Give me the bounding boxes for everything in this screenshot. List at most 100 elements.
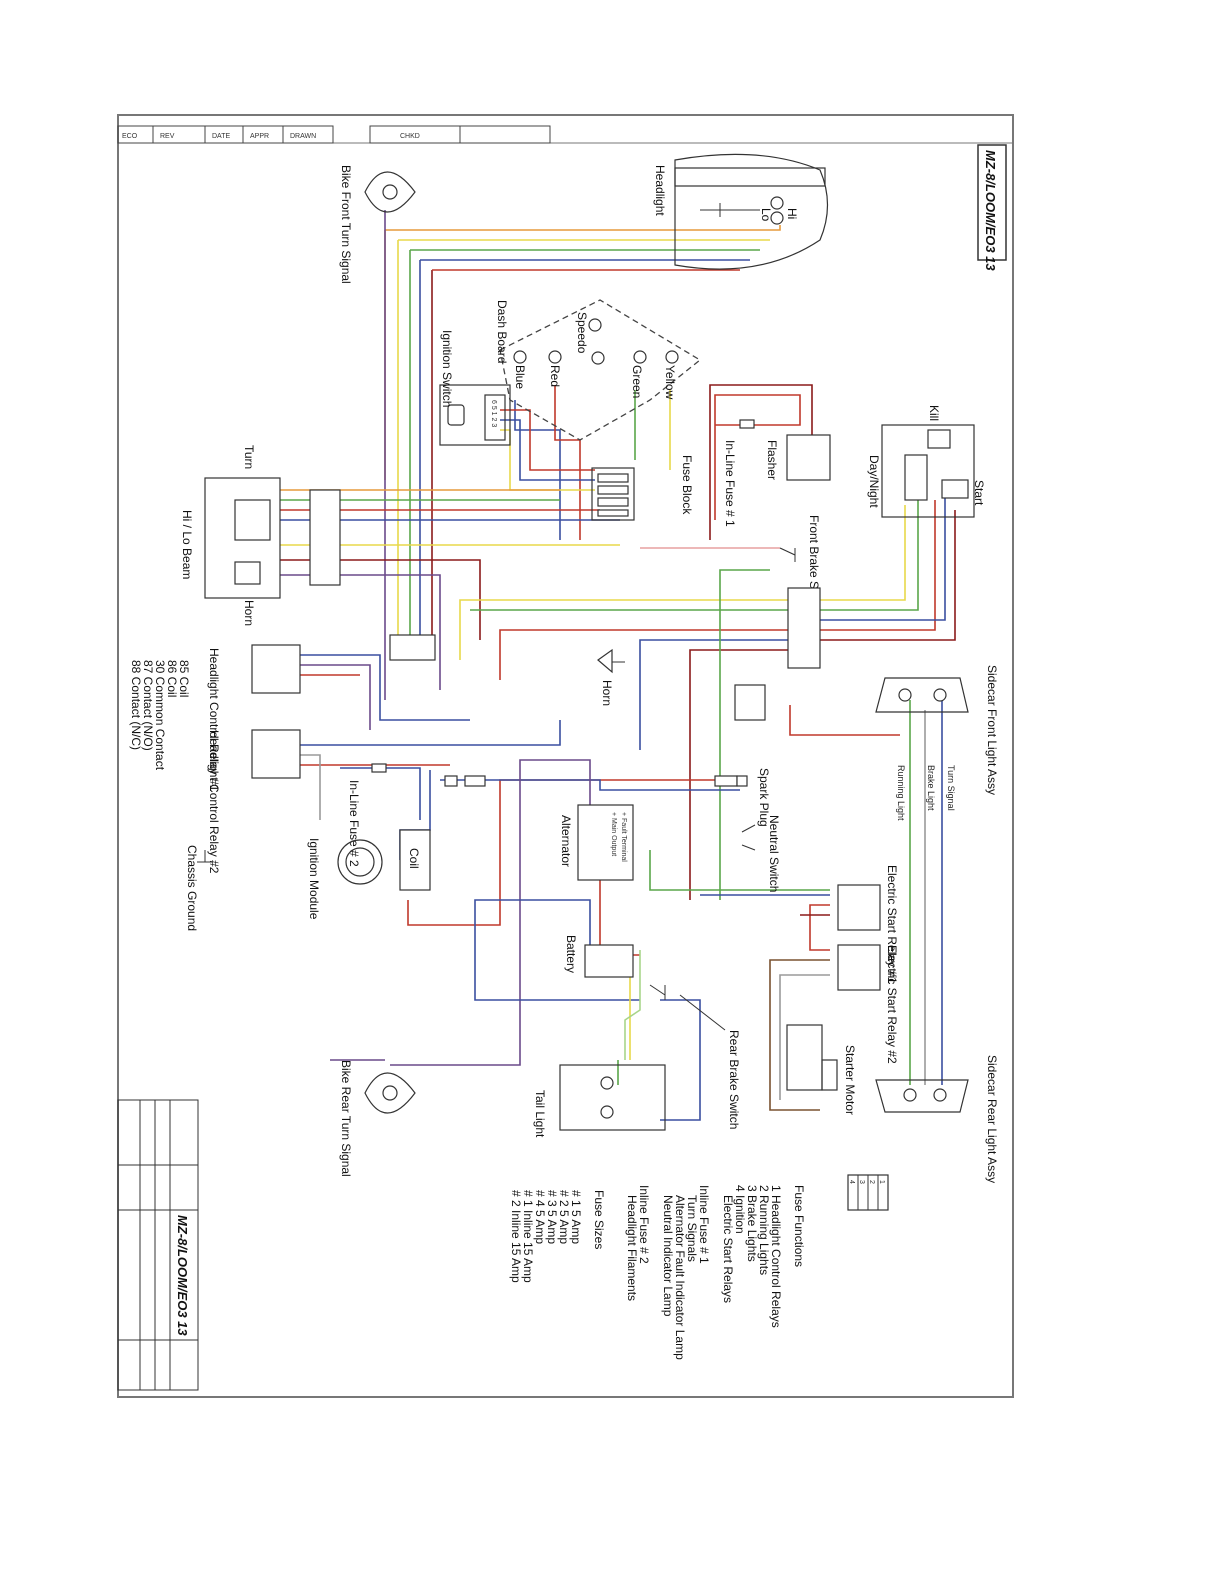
battery-label: Battery <box>564 935 578 973</box>
inline-fuse-1-item-1: Turn Signals <box>685 1195 699 1262</box>
notes-fuse-functions: Fuse Functions 1 Headlight Control Relay… <box>721 1185 806 1328</box>
electric-start-relay-2 <box>837 944 881 991</box>
inline-fuse-1 <box>739 419 755 429</box>
fuse-block <box>591 467 635 521</box>
relay-pin-legend: 85 Coil 86 Coil 30 Common Contact 87 Con… <box>129 660 191 771</box>
notes-fuse-sizes: Fuse Sizes # 1 5 Amp # 2 5 Amp # 3 5 Amp… <box>509 1190 606 1283</box>
header-cell-2: DATE <box>212 133 230 140</box>
connector-left <box>309 489 341 586</box>
ignition-switch <box>439 384 511 446</box>
lamp-green-label: Green <box>630 365 644 398</box>
headlight-relay-2 <box>251 729 301 779</box>
lamp-red-label: Red <box>548 365 562 387</box>
electric-start-relay-1-label: Electric Start Relay #1 <box>885 865 899 984</box>
relay-pin-legend-3: 87 Contact (N/O) <box>141 660 155 751</box>
chassis-ground-label: Chassis Ground <box>185 845 199 931</box>
kill-label: Kill <box>927 405 941 421</box>
fuse-function-4: 4 Ignition <box>733 1185 747 1234</box>
fuse-grid-3: 3 <box>858 1180 865 1184</box>
sidecar-front-light <box>875 677 969 713</box>
ignition-module <box>337 839 383 885</box>
lamp-yellow-label: Yellow <box>663 365 677 400</box>
inline-fuse-1-label: In-Line Fuse # 1 <box>723 440 737 527</box>
inline-fuse-2-item-1: Headlight Filaments <box>625 1195 639 1301</box>
fuse-function-1: 1 Headlight Control Relays <box>769 1185 783 1328</box>
tail-light <box>559 1064 666 1131</box>
brake-light-wire-label: Brake Light <box>926 765 936 811</box>
coil <box>399 829 431 891</box>
starter-motor <box>786 1024 838 1091</box>
fuse-size-5: # 1 Inline 15 Amp <box>521 1190 535 1283</box>
inline-fuse-1-title: Inline Fuse # 1 <box>697 1185 711 1264</box>
handlebar-switch-housing <box>204 477 281 599</box>
turn-signal-wire-label: Turn Signal <box>946 765 956 811</box>
spark-plug-left-body <box>464 775 486 787</box>
notes-inline-fuse-2: Inline Fuse # 2 Headlight Filaments <box>625 1185 651 1301</box>
ignition-switch-label: Ignition Switch <box>440 330 454 407</box>
electric-start-relay-1 <box>837 884 881 931</box>
dash-board-label: Dash Board <box>495 300 509 363</box>
alternator-term-fault: + Fault Terminal <box>620 812 627 862</box>
hi-lo-beam-label: Hi / Lo Beam <box>180 510 194 579</box>
spark-plug <box>714 775 748 787</box>
rear-brake-switch-label: Rear Brake Switch <box>727 1030 741 1129</box>
alternator-label: Alternator <box>559 815 573 867</box>
fuse-size-4: # 4 5 Amp <box>533 1190 547 1244</box>
inline-fuse-2 <box>371 763 387 773</box>
relay-pin-legend-1: 86 Coil <box>165 660 179 697</box>
inline-fuse-2-label: In-Line Fuse # 2 <box>347 780 361 867</box>
fuse-sizes-title: Fuse Sizes <box>592 1190 606 1249</box>
inline-fuse-1-item-3: Neutral Indicator Lamp <box>661 1195 675 1317</box>
fuse-size-2: # 2 5 Amp <box>557 1190 571 1244</box>
front-brake-switch <box>779 547 796 562</box>
headlight-relay-2-label: Headlight Control Relay #2 <box>207 730 221 874</box>
inline-fuse-2-title: Inline Fuse # 2 <box>637 1185 651 1264</box>
sidecar-front-light-label: Sidecar Front Light Assy <box>985 665 999 795</box>
fuse-block-label: Fuse Block <box>680 455 694 515</box>
flasher <box>786 434 831 481</box>
sidecar-rear-light <box>875 1079 969 1113</box>
sidecar-rear-light-label: Sidecar Rear Light Assy <box>985 1055 999 1183</box>
bike-front-turn-signal <box>364 171 416 213</box>
relay-pin-legend-4: 88 Contact (N/C) <box>129 660 143 750</box>
ignition-module-label: Ignition Module <box>307 838 321 920</box>
lamp-blue-label: Blue <box>513 365 527 389</box>
fuse-size-3: # 3 5 Amp <box>545 1190 559 1244</box>
fuse-size-6: # 2 Inline 15 Amp <box>509 1190 523 1283</box>
fuse-function-3: 3 Brake Lights <box>745 1185 759 1262</box>
battery <box>584 944 634 978</box>
fuse-function-2: 2 Running Lights <box>757 1185 771 1275</box>
notes-inline-fuse-1: Inline Fuse # 1 Turn Signals Alternator … <box>661 1185 711 1360</box>
drawing-title-top: MZ-8/LOOM/EO3 13 <box>983 150 998 271</box>
fuse-grid-2: 2 <box>868 1180 875 1184</box>
control-switch-housing <box>881 424 975 518</box>
horn <box>597 648 625 674</box>
inline-fuse-1-item-2: Alternator Fault Indicator Lamp <box>673 1195 687 1360</box>
neutral-switch <box>741 824 756 851</box>
alternator-term-main: + Main Output <box>610 812 617 856</box>
fuse-grid-4: 4 <box>848 1180 855 1184</box>
relay-pin-legend-0: 85 Coil <box>177 660 191 697</box>
bike-rear-turn-signal-label: Bike Rear Turn Signal <box>339 1060 353 1177</box>
title-block: MZ-8/LOOM/EO3 13 <box>117 1099 199 1391</box>
starter-motor-label: Starter Motor <box>843 1045 857 1115</box>
horn-switch-label: Horn <box>242 600 256 626</box>
fuse-legend-grid: 1 2 3 4 <box>847 1174 889 1211</box>
relay-pin-legend-2: 30 Common Contact <box>153 660 167 771</box>
rear-brake-switch <box>649 984 726 1031</box>
ignition-switch-pins: 6 5 1 2 3 <box>490 400 497 427</box>
electric-start-relay-2-label: Electric Start Relay #2 <box>885 945 899 1064</box>
header-cell-0: ECO <box>122 133 138 140</box>
connector-centre <box>389 634 436 661</box>
neutral-switch-label: Neutral Switch <box>767 815 781 892</box>
header-cell-5: CHKD <box>400 133 420 140</box>
spark-plug-left <box>444 775 458 787</box>
chassis-ground-symbol <box>197 850 213 863</box>
header-cell-1: REV <box>160 133 175 140</box>
fuse-grid-1: 1 <box>878 1180 885 1184</box>
bike-front-turn-signal-label: Bike Front Turn Signal <box>339 165 353 284</box>
running-light-wire-label: Running Light <box>896 765 906 821</box>
drawing-frame <box>117 114 1014 1398</box>
tail-light-label: Tail Light <box>533 1090 547 1138</box>
alternator <box>577 804 634 881</box>
